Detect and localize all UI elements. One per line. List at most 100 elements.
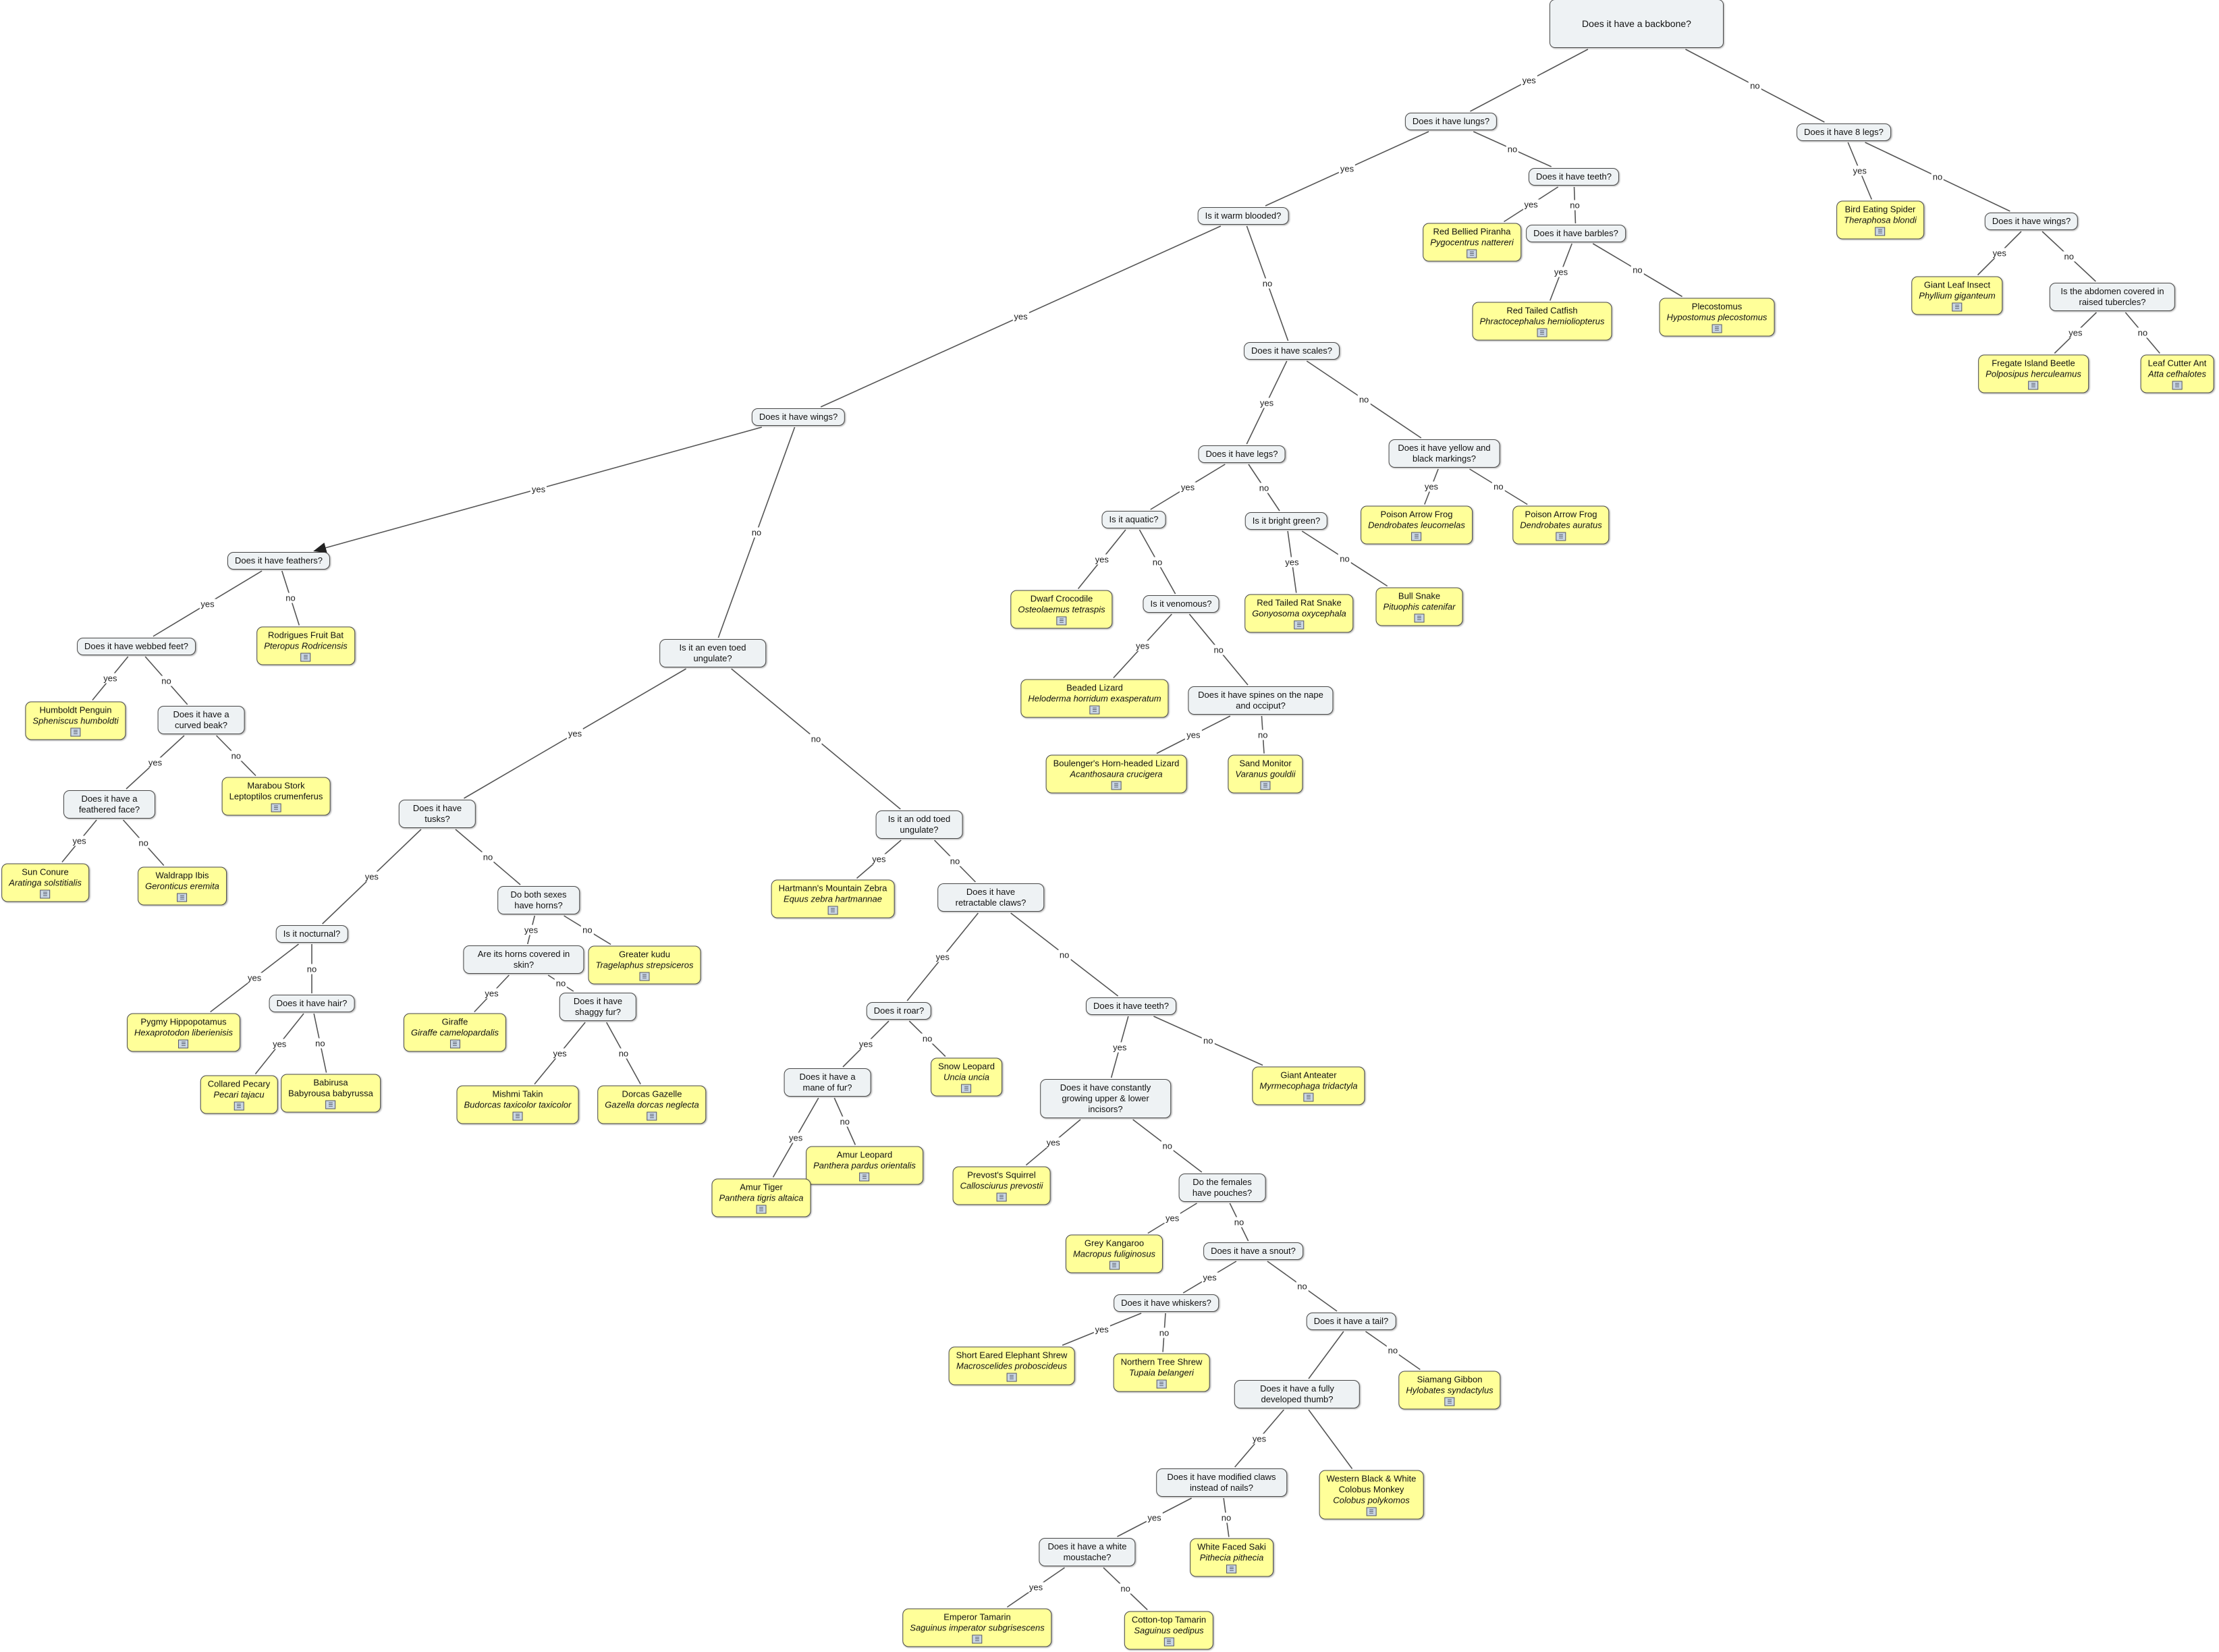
resource-link-icon[interactable]: ☰ (1226, 1564, 1237, 1574)
resource-link-icon[interactable]: ☰ (234, 1101, 244, 1111)
resource-link-icon[interactable]: ☰ (1711, 324, 1722, 333)
question-node-scales[interactable]: Does it have scales? (1244, 342, 1340, 360)
resource-link-icon[interactable]: ☰ (325, 1100, 336, 1109)
question-node-lungs[interactable]: Does it have lungs? (1404, 113, 1498, 130)
resource-link-icon[interactable]: ☰ (756, 1205, 767, 1214)
question-node-hornsskin[interactable]: Are its horns covered in skin? (463, 945, 584, 974)
resource-link-icon[interactable]: ☰ (639, 972, 650, 981)
question-node-tusks[interactable]: Does it have tusks? (398, 800, 476, 828)
question-node-moustache[interactable]: Does it have a white moustache? (1039, 1538, 1136, 1566)
resource-link-icon[interactable]: ☰ (1556, 532, 1566, 541)
question-node-wings1[interactable]: Does it have wings? (1984, 213, 2079, 230)
question-node-thumb[interactable]: Does it have a fully developed thumb? (1234, 1380, 1361, 1408)
resource-link-icon[interactable]: ☰ (1089, 705, 1100, 715)
question-node-teeth1[interactable]: Does it have teeth? (1528, 168, 1620, 186)
resource-link-icon[interactable]: ☰ (512, 1111, 523, 1121)
resource-link-icon[interactable]: ☰ (1111, 781, 1122, 790)
question-node-nails[interactable]: Does it have modified claws instead of n… (1156, 1468, 1287, 1497)
question-node-aquatic[interactable]: Is it aquatic? (1101, 511, 1166, 528)
resource-link-icon[interactable]: ☰ (177, 893, 188, 902)
resource-link-icon[interactable]: ☰ (1163, 1637, 1174, 1647)
question-node-teeth2[interactable]: Does it have teeth? (1085, 997, 1177, 1015)
resource-link-icon[interactable]: ☰ (2172, 381, 2183, 390)
question-node-legs8[interactable]: Does it have 8 legs? (1797, 123, 1891, 141)
question-node-webbed[interactable]: Does it have webbed feet? (77, 638, 196, 655)
question-node-nocturnal[interactable]: Is it nocturnal? (275, 925, 348, 943)
question-node-snout[interactable]: Does it have a snout? (1203, 1242, 1303, 1260)
question-node-abdomen[interactable]: Is the abdomen covered in raised tubercl… (2049, 283, 2176, 311)
question-node-spines[interactable]: Does it have spines on the nape and occi… (1188, 686, 1334, 715)
question-node-eventoed[interactable]: Is it an even toed ungulate? (659, 639, 766, 667)
resource-link-icon[interactable]: ☰ (647, 1111, 657, 1121)
resource-link-icon[interactable]: ☰ (271, 803, 281, 813)
question-node-warm[interactable]: Is it warm blooded? (1197, 207, 1289, 225)
resource-link-icon[interactable]: ☰ (449, 1039, 460, 1049)
resource-link-icon[interactable]: ☰ (300, 653, 311, 662)
question-node-whiskers[interactable]: Does it have whiskers? (1114, 1294, 1219, 1312)
resource-link-icon[interactable]: ☰ (1260, 781, 1271, 790)
resource-link-icon[interactable]: ☰ (996, 1192, 1007, 1202)
resource-link-icon[interactable]: ☰ (1294, 620, 1305, 630)
resource-link-icon[interactable]: ☰ (1109, 1261, 1120, 1270)
question-node-oddtoed[interactable]: Is it an odd toed ungulate? (875, 810, 963, 839)
question-node-root[interactable]: Does it have a backbone? (1550, 0, 1724, 48)
resource-link-icon[interactable]: ☰ (859, 1172, 870, 1182)
question-node-hair[interactable]: Does it have hair? (269, 995, 355, 1012)
question-node-roar[interactable]: Does it roar? (866, 1002, 932, 1020)
resource-link-icon[interactable]: ☰ (1411, 532, 1422, 541)
resource-link-icon[interactable]: ☰ (40, 889, 51, 899)
question-node-legs[interactable]: Does it have legs? (1198, 445, 1286, 463)
resource-link-icon[interactable]: ☰ (1875, 227, 1886, 236)
question-node-pouches[interactable]: Do the females have pouches? (1178, 1174, 1266, 1202)
question-node-barbles[interactable]: Does it have barbles? (1526, 225, 1626, 242)
question-node-curvedbeak[interactable]: Does it have a curved beak? (157, 706, 245, 734)
resource-link-icon[interactable]: ☰ (1366, 1507, 1377, 1516)
resource-link-icon[interactable]: ☰ (1537, 328, 1547, 337)
question-node-tail[interactable]: Does it have a tail? (1306, 1313, 1396, 1330)
resource-link-icon[interactable]: ☰ (1952, 302, 1963, 312)
question-node-feathers[interactable]: Does it have feathers? (227, 552, 331, 570)
resource-link-icon[interactable]: ☰ (1006, 1373, 1017, 1382)
resource-link-icon[interactable]: ☰ (1444, 1397, 1455, 1406)
question-node-brightgreen[interactable]: Is it bright green? (1244, 512, 1328, 530)
resource-link-icon[interactable]: ☰ (1156, 1379, 1167, 1389)
resource-link-icon[interactable]: ☰ (961, 1084, 972, 1093)
question-node-retractable[interactable]: Does it have retractable claws? (937, 883, 1044, 912)
resource-link-icon[interactable]: ☰ (1056, 616, 1067, 626)
